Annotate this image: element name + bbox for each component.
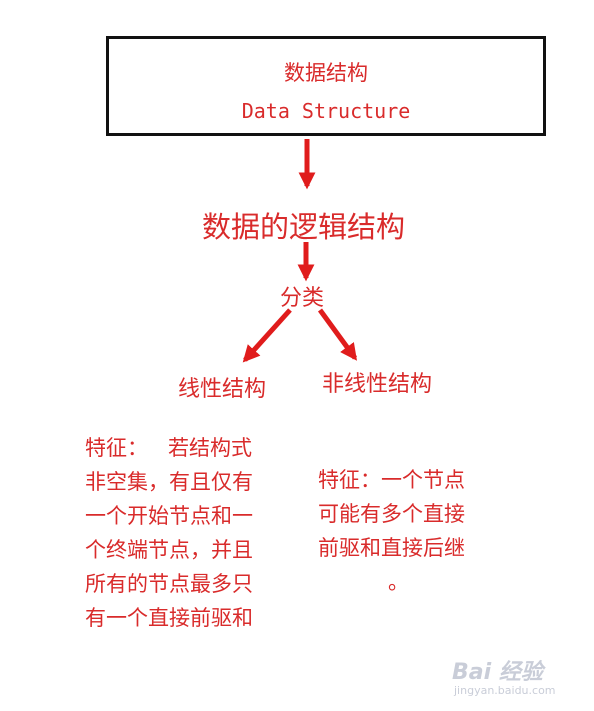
linear-description-line: 一个开始节点和一 [85, 504, 253, 528]
linear-structure-label: 线性结构 [178, 377, 267, 402]
linear-description-line: 所有的节点最多只 [85, 572, 253, 596]
box-title: 数据结构 [284, 61, 368, 85]
baidu-jingyan-watermark: Bai 经验 jingyan.baidu.com [452, 654, 582, 698]
arrow-classify-to-nonlinear [317, 308, 358, 361]
linear-description-line: 个终端节点，并且 [85, 538, 253, 562]
nonlinear-description-line: 可能有多个直接 [318, 502, 465, 526]
nonlinear-description-line: 前驱和直接后继 [318, 536, 465, 560]
classification-label: 分类 [280, 286, 325, 311]
watermark-url: jingyan.baidu.com [454, 684, 556, 697]
arrow-classify-to-linear [242, 308, 292, 363]
linear-description-line: 非空集，有且仅有 [85, 470, 253, 494]
watermark-logo: Bai 经验 [452, 660, 543, 685]
linear-description-line: 特征： 若结构式 [85, 436, 253, 460]
nonlinear-structure-label: 非线性结构 [322, 372, 433, 397]
logical-structure-label: 数据的逻辑结构 [202, 210, 406, 244]
nonlinear-description: 特征：一个节点 可能有多个直接 前驱和直接后继 。 [318, 463, 465, 599]
linear-description-line: 有一个直接前驱和 [85, 606, 253, 630]
nonlinear-description-line: 特征：一个节点 [318, 468, 465, 492]
data-structure-box: 数据结构 Data Structure [106, 36, 546, 136]
linear-description: 特征： 若结构式 非空集，有且仅有 一个开始节点和一 个终端节点，并且 所有的节… [85, 431, 253, 635]
box-subtitle: Data Structure [241, 99, 411, 123]
nonlinear-description-line: 。 [388, 570, 409, 594]
